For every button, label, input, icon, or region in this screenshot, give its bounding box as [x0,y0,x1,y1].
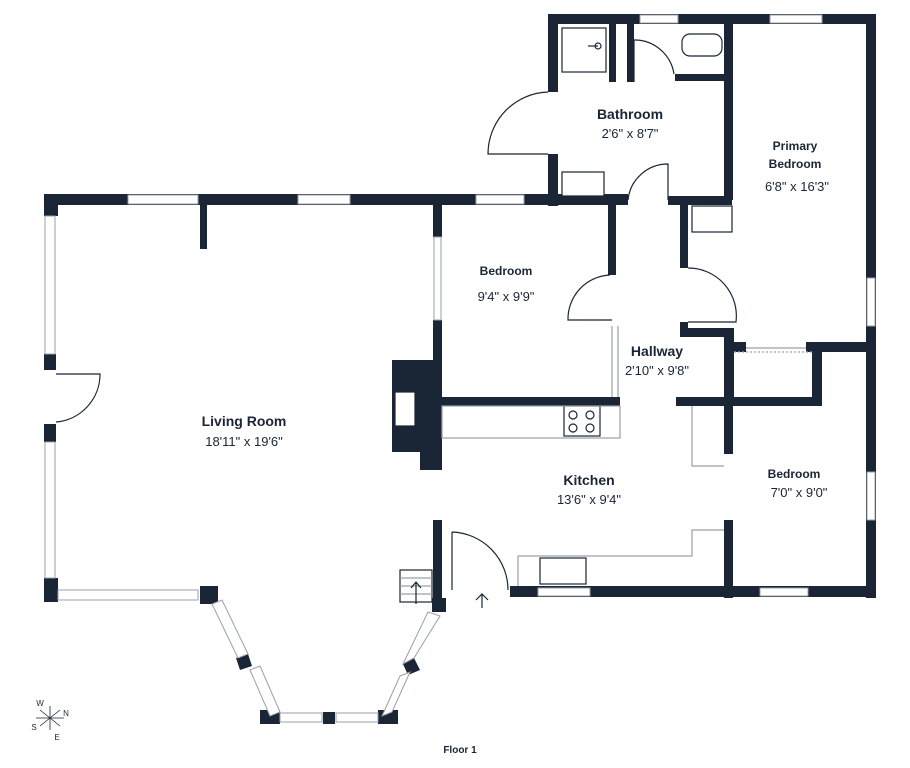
room-dimensions: 18'11" x 19'6" [205,434,283,449]
room-primary-bedroom: Primary Bedroom 6'8" x 16'3" [765,139,829,194]
room-name: Bathroom [597,106,663,122]
room-living-room: Living Room 18'11" x 19'6" [202,413,287,449]
room-dimensions: 13'6" x 9'4" [557,492,621,507]
room-dimensions: 9'4" x 9'9" [478,289,535,304]
room-dimensions: 7'0" x 9'0" [771,485,828,500]
room-bedroom-2: Bedroom 7'0" x 9'0" [768,467,828,500]
room-bathroom: Bathroom 2'6" x 8'7" [597,106,663,141]
floor-label: Floor 1 [443,745,477,756]
room-name: Bedroom [768,467,821,481]
room-bedroom-1: Bedroom 9'4" x 9'9" [478,264,535,304]
room-kitchen: Kitchen 13'6" x 9'4" [557,472,621,507]
windows [44,14,876,723]
room-dimensions: 2'6" x 8'7" [602,126,659,141]
compass-south-label: S [31,723,36,732]
compass-north-label: N [63,709,69,718]
room-name: Kitchen [563,472,614,488]
room-dimensions: 2'10" x 9'8" [625,363,689,378]
room-hallway: Hallway 2'10" x 9'8" [625,343,689,378]
room-name: Living Room [202,413,287,429]
room-dimensions: 6'8" x 16'3" [765,179,829,194]
compass-west-label: W [36,699,44,708]
fixtures [394,27,733,608]
room-name: Bedroom [769,157,822,171]
compass-icon: W N S E [31,699,69,742]
room-name: Primary [773,139,818,153]
doors [55,39,812,591]
walls [44,14,876,724]
room-name: Bedroom [480,264,533,278]
compass-east-label: E [54,733,59,742]
room-name: Hallway [631,343,683,359]
